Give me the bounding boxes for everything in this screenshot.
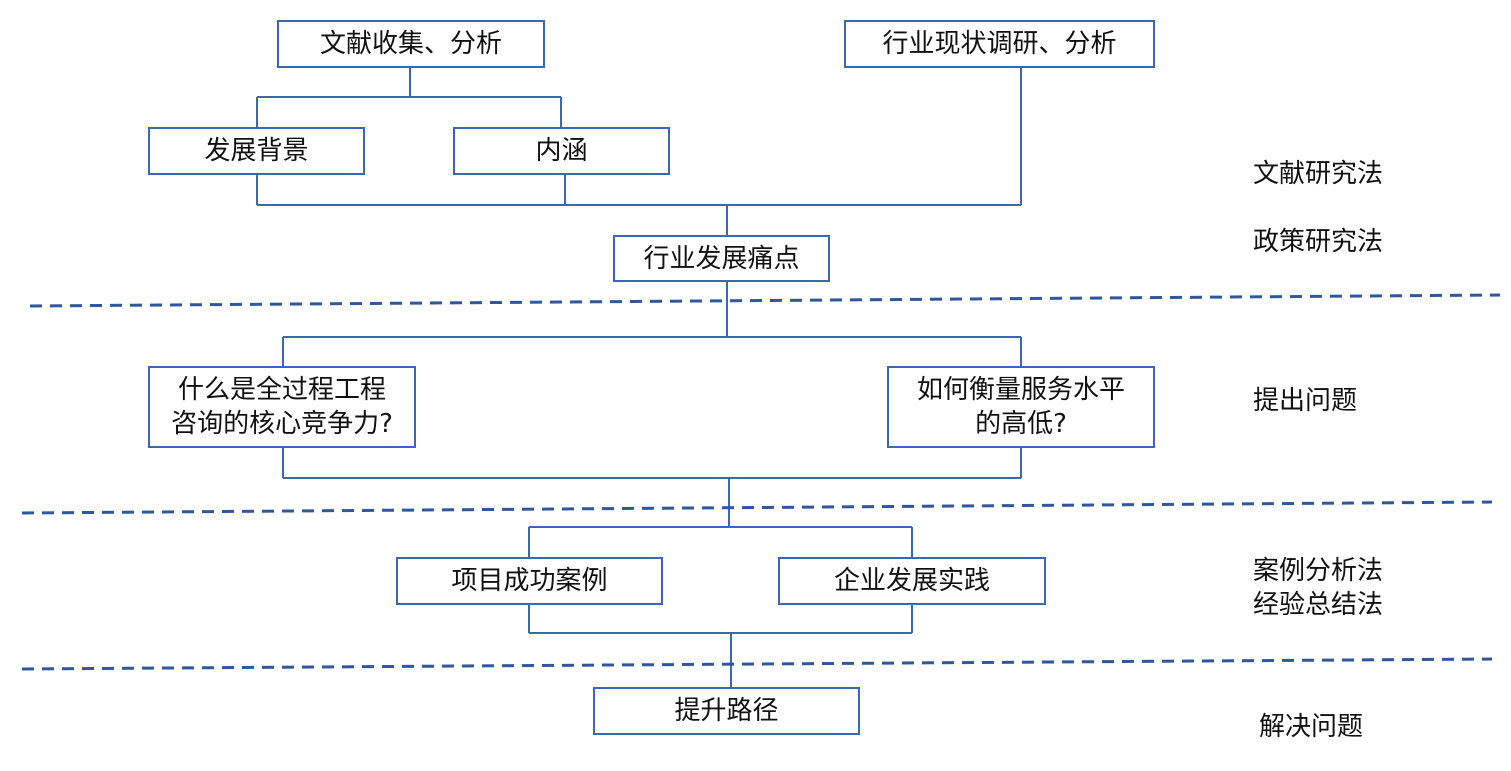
box-project-cases: 项目成功案例	[396, 557, 663, 605]
box-connotation: 内涵	[453, 127, 670, 175]
method-case-experience: 案例分析法 经验总结法	[1253, 556, 1384, 620]
connector-question-merge	[282, 447, 1022, 558]
connector-lit-split	[256, 68, 562, 128]
box-question-core: 什么是全过程工程 咨询的核心竞争力?	[148, 366, 416, 448]
box-enterprise-practice: 企业发展实践	[778, 557, 1046, 605]
box-background: 发展背景	[148, 127, 365, 175]
box-pain-points: 行业发展痛点	[613, 235, 830, 282]
section-divider-3	[21, 657, 1493, 671]
box-question-service: 如何衡量服务水平 的高低?	[887, 366, 1155, 448]
connector-final-merge	[528, 604, 913, 688]
section-divider-1	[29, 293, 1501, 308]
stage-solve-problem: 解决问题	[1259, 712, 1364, 742]
method-policy: 政策研究法	[1253, 227, 1384, 257]
stage-raise-problem: 提出问题	[1253, 386, 1358, 416]
box-upgrade-path: 提升路径	[593, 687, 860, 735]
box-lit-collect: 文献收集、分析	[277, 20, 545, 68]
connector-pain-split	[282, 281, 1022, 367]
connector-merge-pain	[256, 68, 1022, 236]
box-industry-survey: 行业现状调研、分析	[844, 20, 1155, 68]
section-divider-2	[21, 500, 1493, 515]
method-literature: 文献研究法	[1253, 159, 1384, 189]
